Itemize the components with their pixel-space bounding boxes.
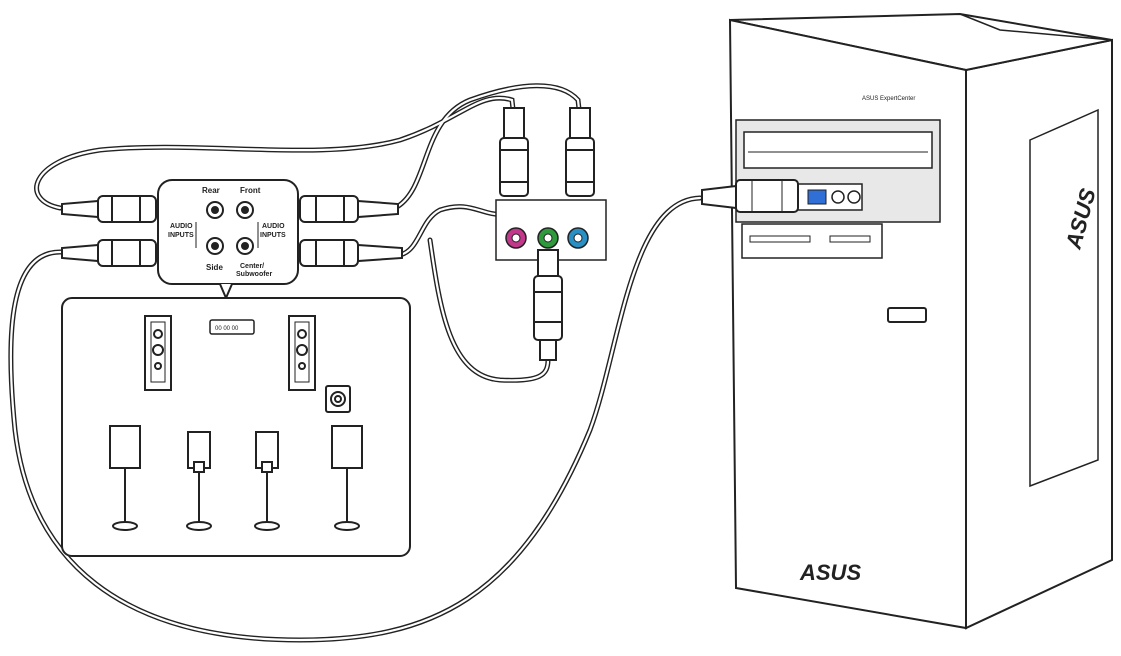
cable-sub [427,237,551,383]
rca-plugs-left [61,195,157,267]
stand-speakers [109,425,363,531]
speaker-icon [144,315,316,391]
speaker-display-text: 00 00 00 [215,326,239,332]
pc-tower [728,12,1113,630]
audio-inputs-left-line2: INPUTS [168,232,194,239]
receiver-panel: Rear Front Side Center/ Subwoofer AUDIO … [157,179,299,301]
front-io [701,179,863,213]
rca-plugs-right [299,195,403,267]
side-label: Side [206,263,223,272]
usb-port-icon [807,189,827,205]
audio-inputs-right-line2: INPUTS [260,232,286,239]
pc-front-logo: ASUS [799,560,861,585]
speaker-set-box: 00 00 00 [61,297,411,557]
audio-inputs-right-line1: AUDIO [262,223,285,230]
headphone-port-icon [831,190,861,204]
center-label-line2: Subwoofer [236,271,272,278]
audio-port-panel [495,107,607,361]
cable-front [392,83,583,211]
front-label: Front [240,186,261,195]
rear-label: Rear [202,186,220,195]
audio-jack-icon [206,201,254,255]
subwoofer-icon [325,385,351,413]
audio-inputs-left-line1: AUDIO [170,223,193,230]
center-label-line1: Center/ [240,263,264,270]
pc-model-text: ASUS ExpertCenter [862,96,915,102]
